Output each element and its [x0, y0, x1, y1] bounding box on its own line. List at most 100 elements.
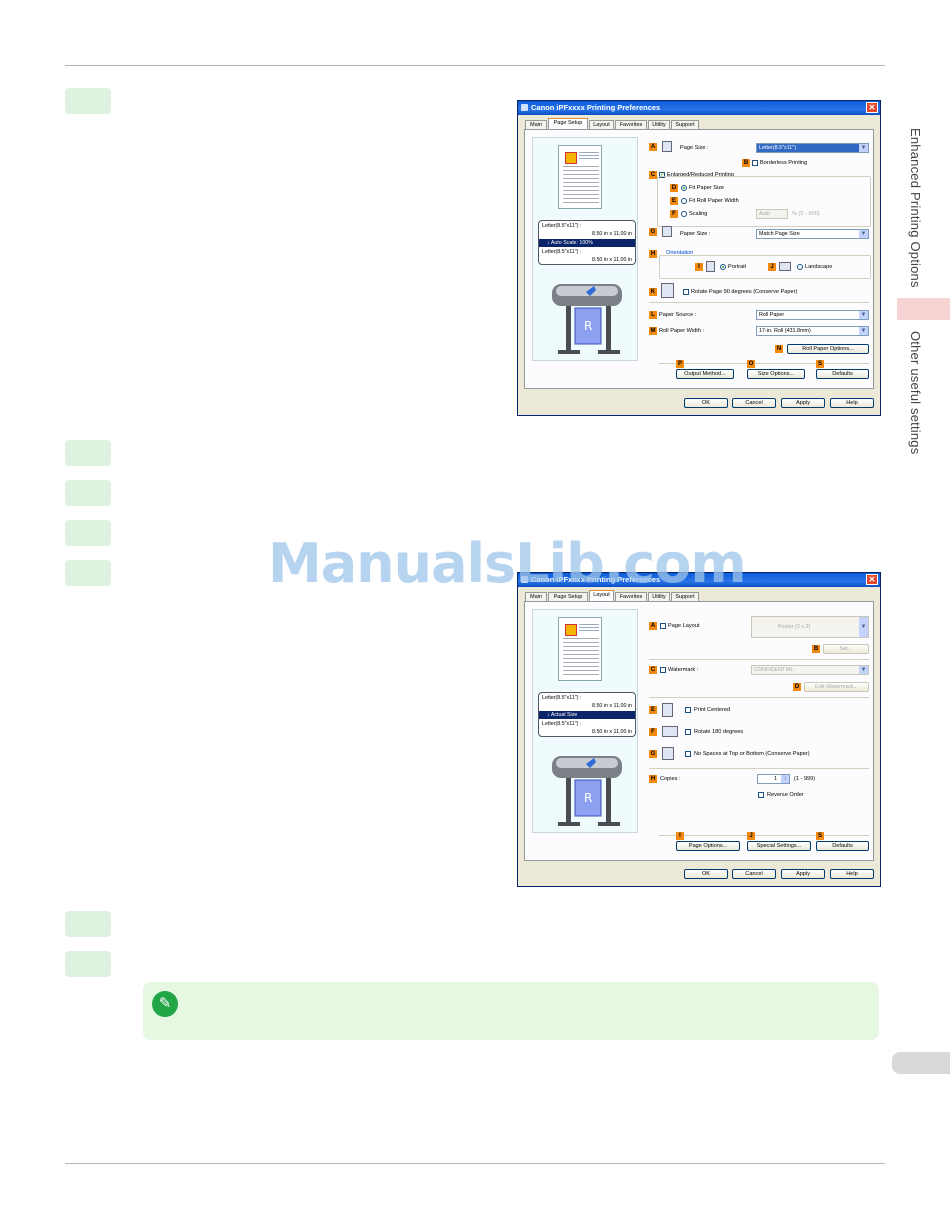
- scaling-radio[interactable]: [681, 211, 687, 217]
- label-n: N: [775, 345, 783, 353]
- page-layout-select[interactable]: Poster (2 x 2)▼: [751, 616, 869, 638]
- tab-layout[interactable]: Layout: [589, 120, 614, 129]
- apply-button[interactable]: Apply: [781, 869, 825, 879]
- page-options-button[interactable]: Page Options...: [676, 841, 740, 851]
- ok-button[interactable]: OK: [684, 398, 728, 408]
- watermark-checkbox[interactable]: [660, 667, 666, 673]
- scale-bar: ↓ Auto Scale: 100%: [539, 239, 635, 247]
- paper-size-label: Paper Size :: [680, 231, 711, 237]
- tab-layout[interactable]: Layout: [589, 590, 614, 601]
- roll-paper-options-button[interactable]: Roll Paper Options...: [787, 344, 869, 354]
- output-size-label: Letter(8.5"x11") :: [542, 721, 582, 727]
- scale-value: Auto Scale: 100%: [550, 240, 593, 246]
- label-s: S: [816, 360, 824, 368]
- step-marker: [65, 88, 111, 114]
- original-size-label: Letter(8.5"x11") :: [542, 223, 582, 229]
- size-options-button[interactable]: Size Options...: [747, 369, 805, 379]
- tab-utility[interactable]: Utility: [648, 120, 670, 129]
- paper-size-select[interactable]: Match Page Size▼: [756, 229, 869, 239]
- label-e: E: [670, 197, 678, 205]
- scaling-range: % (5 - 600): [792, 211, 820, 217]
- edit-watermark-button[interactable]: Edit Watermark...: [804, 682, 869, 692]
- chevron-down-icon: ▼: [859, 230, 868, 238]
- page-layout-checkbox[interactable]: [660, 623, 666, 629]
- cancel-button[interactable]: Cancel: [732, 869, 776, 879]
- tab-favorites[interactable]: Favorites: [615, 592, 647, 601]
- chevron-down-icon: ▼: [859, 617, 868, 637]
- step-marker: [65, 520, 111, 546]
- close-icon[interactable]: ✕: [866, 102, 878, 113]
- step-marker: [65, 440, 111, 466]
- label-a: A: [649, 622, 657, 630]
- help-button[interactable]: Help: [830, 398, 874, 408]
- defaults-button[interactable]: Defaults: [816, 841, 869, 851]
- tab-favorites[interactable]: Favorites: [615, 120, 647, 129]
- rotate-180-checkbox[interactable]: [685, 729, 691, 735]
- dialog-title: Canon iPFxxxx Printing Preferences: [531, 103, 661, 112]
- label-i: I: [695, 263, 703, 271]
- dialog-title: Canon iPFxxxx Printing Preferences: [531, 575, 661, 584]
- portrait-icon: [706, 261, 715, 272]
- fit-roll-width-label: Fit Roll Paper Width: [689, 198, 739, 204]
- label-f: F: [649, 728, 657, 736]
- scaling-input[interactable]: Auto: [756, 209, 788, 219]
- printing-preferences-dialog-layout: Canon iPFxxxx Printing Preferences ✕ Mai…: [517, 572, 881, 887]
- special-settings-button[interactable]: Special Settings...: [747, 841, 811, 851]
- defaults-button[interactable]: Defaults: [816, 369, 869, 379]
- tab-utility[interactable]: Utility: [648, 592, 670, 601]
- label-c: C: [649, 171, 657, 179]
- tab-support[interactable]: Support: [671, 592, 699, 601]
- dialog-title-bar: Canon iPFxxxx Printing Preferences ✕: [518, 101, 880, 115]
- page-size-select[interactable]: Letter(8.5"x11")▼: [756, 143, 869, 153]
- print-centered-checkbox[interactable]: [685, 707, 691, 713]
- tab-page-setup[interactable]: Page Setup: [548, 118, 588, 129]
- printer-illustration: R: [552, 284, 622, 354]
- portrait-radio[interactable]: [720, 264, 726, 270]
- scale-bar: ↓ Actual Size: [539, 711, 635, 719]
- landscape-radio[interactable]: [797, 264, 803, 270]
- tab-support[interactable]: Support: [671, 120, 699, 129]
- ok-button[interactable]: OK: [684, 869, 728, 879]
- paper-source-select[interactable]: Roll Paper▼: [756, 310, 869, 320]
- borderless-label: Borderless Printing: [760, 160, 808, 166]
- page-layout-label: Page Layout: [668, 623, 700, 629]
- fit-paper-size-radio[interactable]: [681, 185, 687, 191]
- enlarged-reduced-checkbox[interactable]: ✓: [659, 172, 666, 178]
- apply-button[interactable]: Apply: [781, 398, 825, 408]
- section-label: Enhanced Printing Options: [908, 128, 923, 288]
- roll-width-label: Roll Paper Width :: [659, 328, 705, 334]
- close-icon[interactable]: ✕: [866, 574, 878, 585]
- cancel-button[interactable]: Cancel: [732, 398, 776, 408]
- paper-info: Letter(8.5"x11") : 8.50 in x 11.00 in ↓ …: [538, 692, 636, 737]
- help-button[interactable]: Help: [830, 869, 874, 879]
- label-o: O: [747, 360, 755, 368]
- borderless-checkbox[interactable]: [752, 160, 758, 166]
- fit-roll-width-radio[interactable]: [681, 198, 687, 204]
- set-button[interactable]: Set...: [823, 644, 869, 654]
- rotate-90-checkbox[interactable]: [683, 289, 689, 295]
- printer-icon: [521, 104, 528, 111]
- orientation-group: [659, 255, 871, 279]
- scale-value: Actual Size: [550, 712, 578, 718]
- note-box: ✎: [143, 982, 879, 1040]
- copies-input[interactable]: 1↕: [757, 774, 790, 784]
- tab-main[interactable]: Main: [525, 120, 547, 129]
- copies-range: (1 - 999): [794, 776, 816, 782]
- reverse-order-checkbox[interactable]: [758, 792, 764, 798]
- page-preview-image: [558, 145, 602, 209]
- tab-page-setup[interactable]: Page Setup: [548, 592, 588, 601]
- page-tab: [892, 1052, 950, 1074]
- landscape-icon: [779, 262, 791, 271]
- roll-width-select[interactable]: 17-in. Roll (431.8mm)▼: [756, 326, 869, 336]
- no-spaces-label: No Spaces at Top or Bottom (Conserve Pap…: [694, 751, 810, 757]
- spinner-icon[interactable]: ↕: [781, 775, 789, 783]
- tab-panel: Letter(8.5"x11") : 8.50 in x 11.00 in ↓ …: [524, 129, 874, 389]
- portrait-label: Portrait: [728, 264, 747, 270]
- no-spaces-checkbox[interactable]: [685, 751, 691, 757]
- output-method-button[interactable]: Output Method...: [676, 369, 734, 379]
- tab-main[interactable]: Main: [525, 592, 547, 601]
- header-rule: [65, 65, 885, 66]
- page-size-label: Page Size :: [680, 145, 709, 151]
- watermark-select[interactable]: CONFIDENTIAL▼: [751, 665, 869, 675]
- label-c: C: [649, 666, 657, 674]
